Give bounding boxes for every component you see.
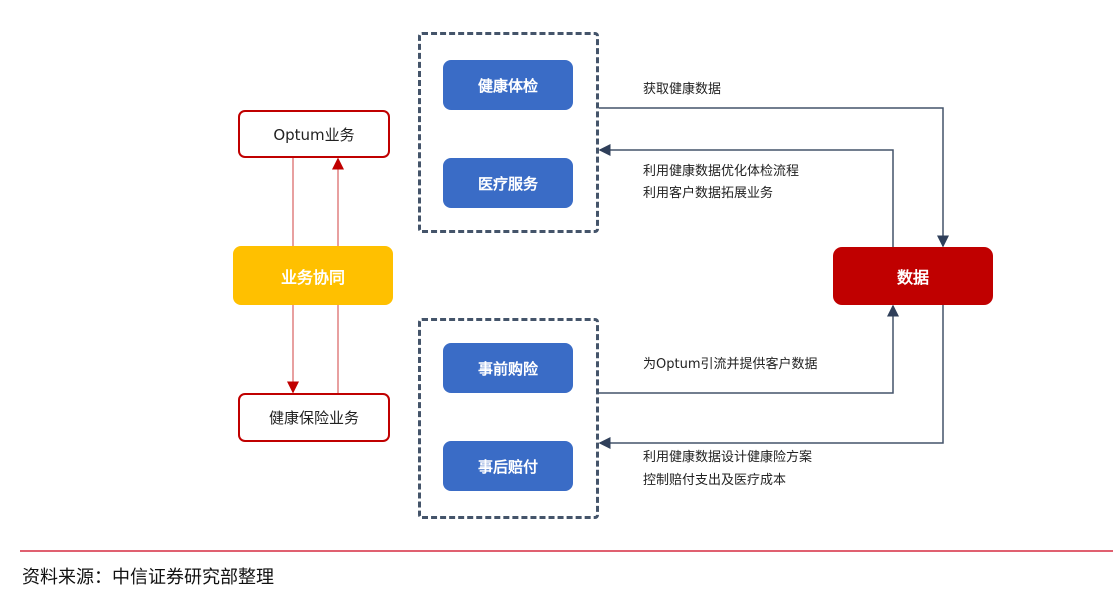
arrow-insurance-to-data — [599, 304, 899, 394]
node-insurance: 健康保险业务 — [238, 393, 390, 442]
label-drive-traffic: 为Optum引流并提供客户数据 — [643, 357, 818, 372]
arrow-checkup-to-data — [599, 107, 949, 248]
node-post-claim: 事后赔付 — [443, 441, 573, 491]
label-design-2: 控制赔付支出及医疗成本 — [643, 473, 787, 488]
label-design-1: 利用健康数据设计健康险方案 — [643, 450, 813, 465]
arrow-data-to-checkup — [598, 144, 894, 247]
node-medical: 医疗服务 — [443, 158, 573, 208]
node-checkup: 健康体检 — [443, 60, 573, 110]
source-note: 资料来源：中信证券研究部整理 — [22, 567, 274, 588]
label-optimize-1: 利用健康数据优化体检流程 — [643, 164, 800, 179]
insurance-services-group — [418, 318, 599, 519]
node-synergy: 业务协同 — [233, 246, 393, 305]
label-optimize-2: 利用客户数据拓展业务 — [643, 186, 774, 201]
node-optum: Optum业务 — [238, 110, 390, 158]
arrow-data-to-insurance — [598, 305, 944, 449]
health-services-group — [418, 32, 599, 233]
node-data: 数据 — [833, 247, 993, 305]
node-pre-purchase: 事前购险 — [443, 343, 573, 393]
label-get-health-data: 获取健康数据 — [643, 82, 722, 97]
